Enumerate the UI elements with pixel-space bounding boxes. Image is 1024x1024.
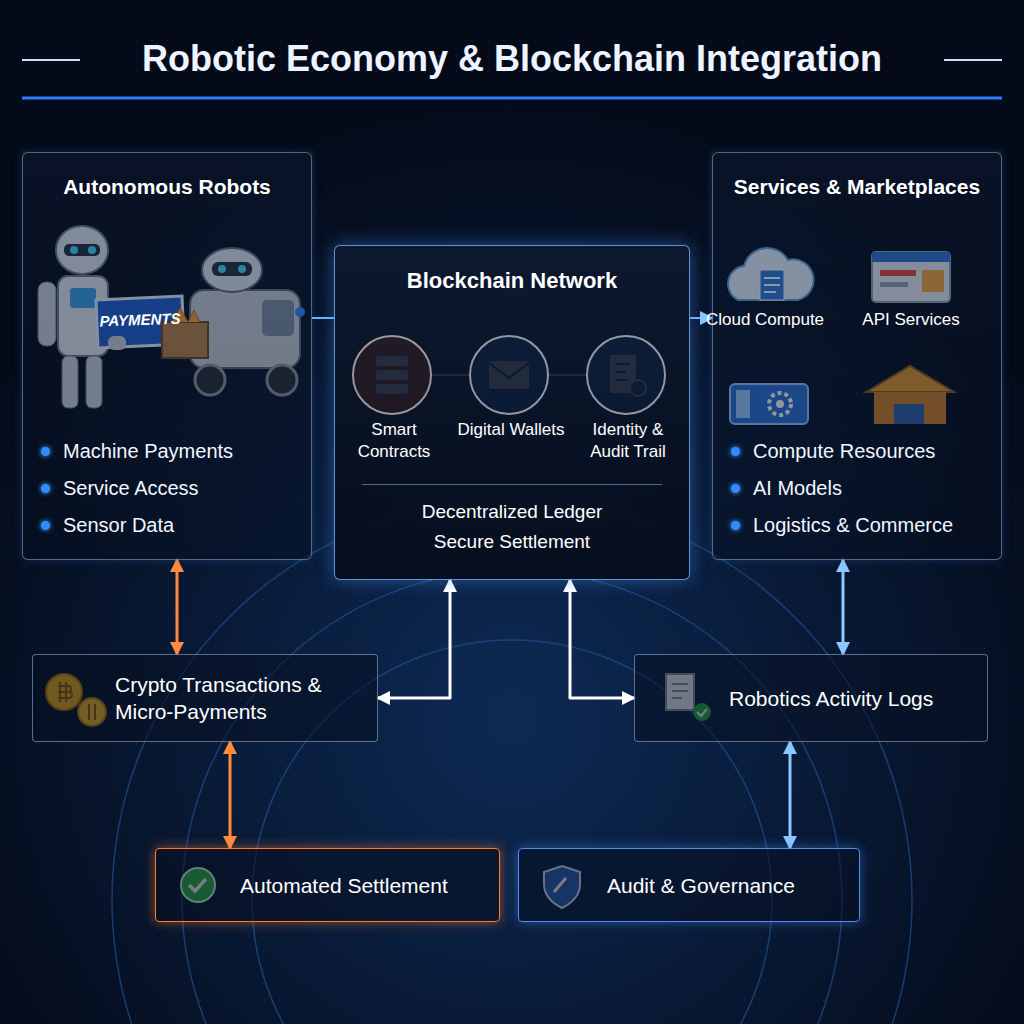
bullet-item: Sensor Data [37, 507, 297, 544]
group-panel: Autonomous RobotsMachine PaymentsService… [22, 152, 312, 560]
component-circle: Smart Contracts [352, 335, 432, 415]
bullet-item: AI Models [727, 470, 987, 507]
title: Robotic Economy & Blockchain Integration [0, 38, 1024, 80]
bullet-item: Logistics & Commerce [727, 507, 987, 544]
box-label: Robotics Activity Logs [729, 685, 933, 712]
icon-label: Cloud Compute [706, 310, 824, 330]
box-label: Audit & Governance [607, 872, 795, 899]
box-footer: Decentralized Ledger Secure Settlement [397, 497, 627, 557]
process-box: Audit & Governance [518, 848, 860, 922]
icon-label: PAYMENTS [99, 310, 181, 330]
title-rule [22, 97, 1002, 100]
connector [842, 560, 845, 654]
connector [229, 742, 232, 848]
divider: Decentralized Ledger Secure Settlement [362, 484, 662, 557]
component-circle: Digital Wallets [469, 335, 549, 415]
bullet-item: Compute Resources [727, 433, 987, 470]
box-heading: Blockchain Network [407, 268, 617, 294]
process-box: Robotics Activity Logs [634, 654, 988, 742]
title-dash [944, 59, 1002, 61]
icon-label: API Services [862, 310, 959, 330]
process-box: Automated Settlement [155, 848, 500, 922]
bullet-item: Machine Payments [37, 433, 297, 470]
component-label: Digital Wallets [456, 419, 566, 441]
connector [789, 742, 792, 848]
connector [570, 580, 634, 698]
panel-heading: Autonomous Robots [37, 175, 297, 199]
component-label: Smart Contracts [339, 419, 449, 463]
panel-heading: Services & Marketplaces [727, 175, 987, 199]
network-box: Blockchain NetworkDecentralized Ledger S… [334, 245, 690, 580]
box-label: Crypto Transactions & Micro-Payments [115, 671, 367, 725]
connector [312, 317, 334, 319]
group-panel: Services & MarketplacesCompute Resources… [712, 152, 1002, 560]
connector [176, 560, 179, 654]
connector [378, 580, 450, 698]
component-label: Identity & Audit Trail [573, 419, 683, 463]
bullet-item: Service Access [37, 470, 297, 507]
component-circle: Identity & Audit Trail [586, 335, 666, 415]
title-dash [22, 59, 80, 61]
box-label: Automated Settlement [240, 872, 448, 899]
process-box: Crypto Transactions & Micro-Payments [32, 654, 378, 742]
